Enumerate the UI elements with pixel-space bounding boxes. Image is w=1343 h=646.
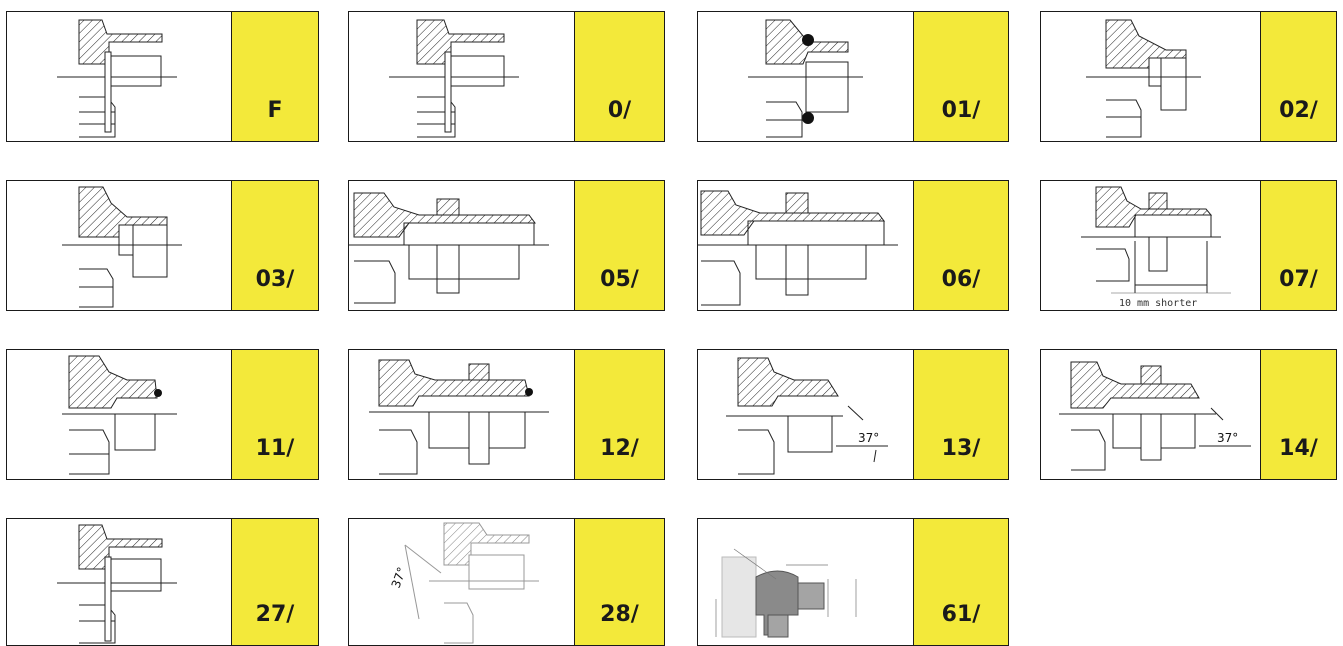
fitting-card[interactable]: 12/ bbox=[348, 349, 665, 480]
fitting-drawing bbox=[698, 181, 914, 310]
fitting-code-label: 02/ bbox=[1260, 12, 1336, 141]
fitting-card[interactable]: 0/ bbox=[348, 11, 665, 142]
fitting-drawing bbox=[7, 350, 232, 479]
fitting-code-label: 03/ bbox=[231, 181, 318, 310]
fitting-card[interactable]: 05/ bbox=[348, 180, 665, 311]
fitting-card[interactable]: 61/ bbox=[697, 518, 1009, 646]
fitting-code-label: 05/ bbox=[574, 181, 664, 310]
fitting-drawing bbox=[7, 519, 232, 645]
angle-label: 37° bbox=[389, 565, 409, 590]
fitting-code-label: 61/ bbox=[913, 519, 1008, 645]
fitting-drawing bbox=[1041, 12, 1261, 141]
fitting-card[interactable]: 10 mm shorter 07/ bbox=[1040, 180, 1337, 311]
fitting-code-label: 14/ bbox=[1260, 350, 1336, 479]
fitting-drawing: 37° bbox=[698, 350, 914, 479]
fitting-drawing: 10 mm shorter bbox=[1041, 181, 1261, 310]
fitting-code-label: F bbox=[231, 12, 318, 141]
fitting-card[interactable]: 06/ bbox=[697, 180, 1009, 311]
fitting-code-label: 13/ bbox=[913, 350, 1008, 479]
fitting-code-label: 06/ bbox=[913, 181, 1008, 310]
angle-label: 37° bbox=[858, 431, 879, 445]
fitting-card[interactable]: 37° 13/ bbox=[697, 349, 1009, 480]
angle-label: 37° bbox=[1217, 431, 1238, 445]
fitting-code-label: 11/ bbox=[231, 350, 318, 479]
fitting-card[interactable]: 03/ bbox=[6, 180, 319, 311]
fitting-card[interactable]: 11/ bbox=[6, 349, 319, 480]
fitting-card[interactable]: 37° 28/ bbox=[348, 518, 665, 646]
fitting-card[interactable]: 02/ bbox=[1040, 11, 1337, 142]
fitting-code-label: 07/ bbox=[1260, 181, 1336, 310]
fitting-drawing: 37° bbox=[1041, 350, 1261, 479]
fitting-card[interactable]: F bbox=[6, 11, 319, 142]
fitting-code-label: 0/ bbox=[574, 12, 664, 141]
fitting-drawing bbox=[349, 12, 575, 141]
fitting-code-label: 27/ bbox=[231, 519, 318, 645]
fitting-card[interactable]: 01/ bbox=[697, 11, 1009, 142]
fitting-card[interactable]: 27/ bbox=[6, 518, 319, 646]
fitting-drawing bbox=[7, 12, 232, 141]
fitting-code-label: 01/ bbox=[913, 12, 1008, 141]
fitting-card[interactable]: 37° 14/ bbox=[1040, 349, 1337, 480]
fitting-code-label: 12/ bbox=[574, 350, 664, 479]
fitting-drawing bbox=[7, 181, 232, 310]
fitting-code-label: 28/ bbox=[574, 519, 664, 645]
dimension-note: 10 mm shorter bbox=[1119, 298, 1197, 309]
fitting-drawing bbox=[349, 350, 575, 479]
fitting-drawing bbox=[698, 12, 914, 141]
fitting-drawing bbox=[698, 519, 914, 645]
fitting-drawing: 37° bbox=[349, 519, 575, 645]
fitting-drawing bbox=[349, 181, 575, 310]
